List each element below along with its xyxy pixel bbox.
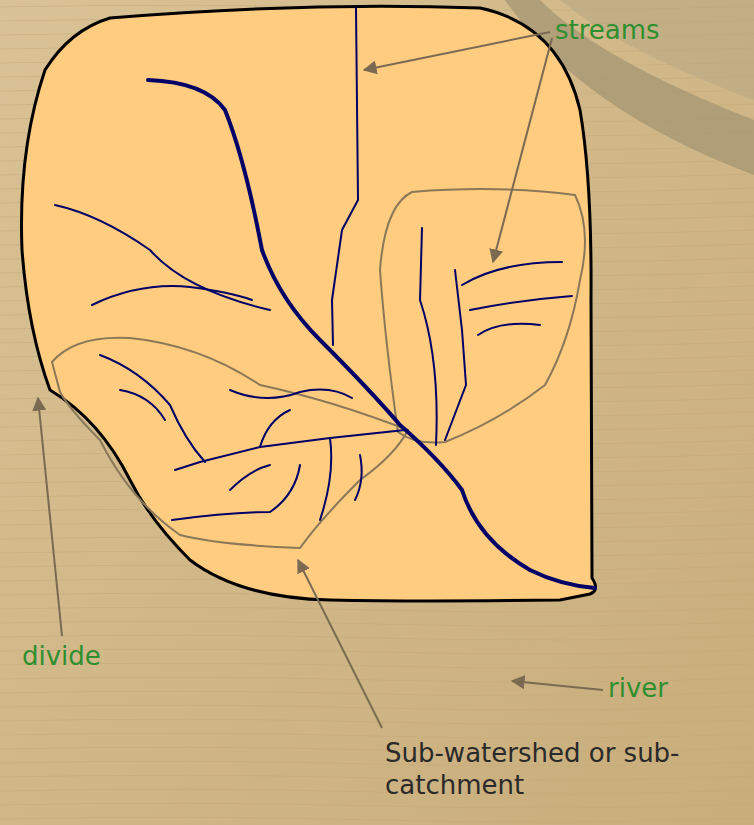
divide-label: divide xyxy=(22,640,101,672)
river-label: river xyxy=(608,672,668,704)
subcatchment-label: Sub-watershed or sub-catchment xyxy=(385,737,685,801)
stream-label: streams xyxy=(555,14,660,46)
